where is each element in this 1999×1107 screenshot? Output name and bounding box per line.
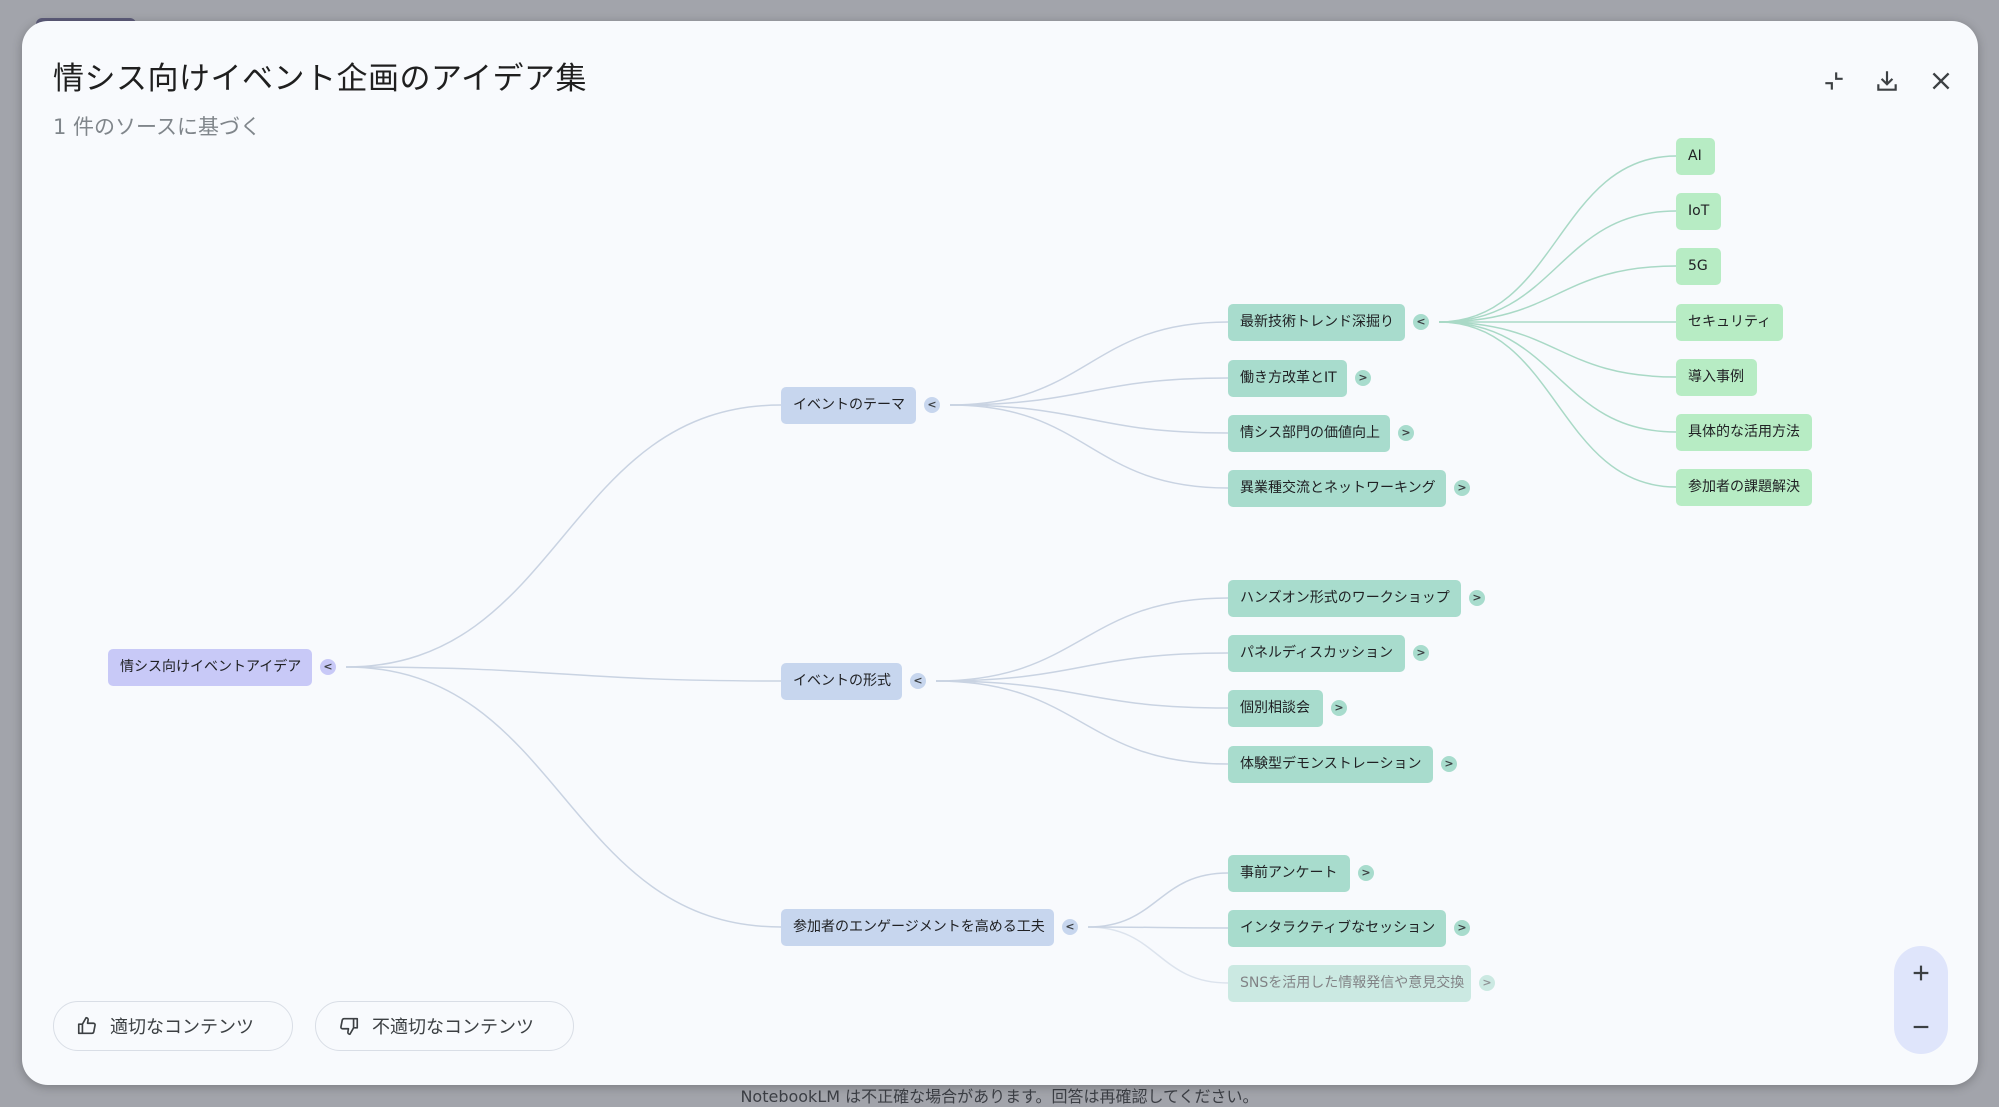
mindmap-canvas[interactable]: 情シス向けイベントアイデア < イベントのテーマ < イベントの形式 < 参加者のエンゲージ… bbox=[22, 21, 1978, 1085]
edge-branch-subtopic bbox=[949, 321, 1229, 406]
mindmap-dialog: 情シス向けイベント企画のアイデア集 1 件のソースに基づく 情シス向けイベントア… bbox=[22, 21, 1978, 1085]
subtopic-expand-toggle[interactable]: > bbox=[1331, 700, 1347, 716]
edge-subtopic-leaf bbox=[1438, 155, 1677, 323]
edge-root-branch bbox=[345, 404, 782, 668]
mindmap-subtopic-node[interactable]: パネルディスカッション bbox=[1228, 635, 1405, 672]
mindmap-subtopic-node[interactable]: 働き方改革とIT bbox=[1228, 360, 1347, 397]
edge-branch-subtopic bbox=[949, 404, 1229, 434]
zoom-in-button[interactable] bbox=[1894, 946, 1948, 1000]
edge-subtopic-leaf bbox=[1438, 210, 1677, 323]
edge-branch-subtopic bbox=[1087, 926, 1229, 929]
good-content-label: 適切なコンテンツ bbox=[110, 1017, 254, 1038]
edge-branch-subtopic bbox=[1087, 926, 1229, 984]
minus-icon bbox=[1913, 1025, 1929, 1029]
subtopic-expand-toggle[interactable]: > bbox=[1454, 920, 1470, 936]
edge-branch-subtopic bbox=[949, 404, 1229, 489]
mindmap-root-node[interactable]: 情シス向けイベントアイデア bbox=[108, 649, 312, 686]
mindmap-branch-node[interactable]: イベントのテーマ bbox=[781, 387, 916, 424]
subtopic-expand-toggle[interactable]: > bbox=[1469, 590, 1485, 606]
edge-branch-subtopic bbox=[949, 377, 1229, 406]
mindmap-branch-node[interactable]: 参加者のエンゲージメントを高める工夫 bbox=[781, 909, 1054, 946]
mindmap-subtopic-node[interactable]: 情シス部門の価値向上 bbox=[1228, 415, 1390, 452]
mindmap-subtopic-node[interactable]: 事前アンケート bbox=[1228, 855, 1350, 892]
bad-content-button[interactable]: 不適切なコンテンツ bbox=[315, 1001, 574, 1051]
mindmap-leaf-node[interactable]: 導入事例 bbox=[1676, 359, 1757, 396]
mindmap-subtopic-node[interactable]: 体験型デモンストレーション bbox=[1228, 746, 1433, 783]
mindmap-subtopic-node[interactable]: 個別相談会 bbox=[1228, 690, 1323, 727]
root-collapse-toggle[interactable]: < bbox=[320, 659, 336, 675]
branch-collapse-toggle[interactable]: < bbox=[1062, 919, 1078, 935]
mindmap-leaf-node[interactable]: 具体的な活用方法 bbox=[1676, 414, 1812, 451]
mindmap-subtopic-node[interactable]: インタラクティブなセッション bbox=[1228, 910, 1446, 947]
mindmap-leaf-node[interactable]: セキュリティ bbox=[1676, 304, 1783, 341]
edge-branch-subtopic bbox=[935, 680, 1229, 709]
mindmap-leaf-node[interactable]: IoT bbox=[1676, 193, 1721, 230]
dialog-subtitle: 1 件のソースに基づく bbox=[53, 115, 261, 139]
download-icon bbox=[1877, 71, 1897, 91]
edge-subtopic-leaf bbox=[1438, 321, 1677, 488]
subtopic-expand-toggle[interactable]: > bbox=[1398, 425, 1414, 441]
mindmap-subtopic-node[interactable]: 最新技術トレンド深掘り bbox=[1228, 304, 1405, 341]
mindmap-subtopic-node[interactable]: SNSを活用した情報発信や意見交換 bbox=[1228, 965, 1471, 1002]
collapse-icon bbox=[1825, 72, 1843, 90]
mindmap-leaf-node[interactable]: 参加者の課題解決 bbox=[1676, 469, 1812, 506]
mindmap-subtopic-node[interactable]: ハンズオン形式のワークショップ bbox=[1228, 580, 1461, 617]
collapse-button[interactable] bbox=[1814, 61, 1854, 101]
edge-branch-subtopic bbox=[935, 680, 1229, 765]
bad-content-label: 不適切なコンテンツ bbox=[372, 1017, 534, 1038]
edge-branch-subtopic bbox=[935, 597, 1229, 682]
edge-subtopic-leaf bbox=[1438, 265, 1677, 323]
footer-disclaimer: NotebookLM は不正確な場合があります。回答は再確認してください。 bbox=[740, 1087, 1259, 1106]
edge-subtopic-leaf bbox=[1438, 321, 1677, 433]
subtopic-expand-toggle[interactable]: > bbox=[1479, 975, 1495, 991]
subtopic-expand-toggle[interactable]: > bbox=[1355, 370, 1371, 386]
download-button[interactable] bbox=[1867, 61, 1907, 101]
zoom-out-button[interactable] bbox=[1894, 1000, 1948, 1054]
subtopic-expand-toggle[interactable]: > bbox=[1358, 865, 1374, 881]
dialog-title: 情シス向けイベント企画のアイデア集 bbox=[53, 61, 587, 97]
good-content-button[interactable]: 適切なコンテンツ bbox=[53, 1001, 293, 1051]
branch-collapse-toggle[interactable]: < bbox=[924, 397, 940, 413]
zoom-controls bbox=[1894, 946, 1948, 1054]
close-icon bbox=[1932, 72, 1950, 90]
close-button[interactable] bbox=[1921, 61, 1961, 101]
edge-branch-subtopic bbox=[935, 652, 1229, 682]
plus-icon bbox=[1913, 965, 1929, 981]
mindmap-edges bbox=[345, 155, 1677, 984]
thumbs-up-icon bbox=[77, 1016, 96, 1035]
edge-root-branch bbox=[345, 666, 782, 682]
edge-branch-subtopic bbox=[1087, 872, 1229, 928]
subtopic-expand-toggle[interactable]: > bbox=[1454, 480, 1470, 496]
edge-subtopic-leaf bbox=[1438, 321, 1677, 378]
subtopic-expand-toggle[interactable]: > bbox=[1413, 645, 1429, 661]
mindmap-branch-node[interactable]: イベントの形式 bbox=[781, 663, 902, 700]
edge-root-branch bbox=[345, 666, 782, 928]
mindmap-leaf-node[interactable]: 5G bbox=[1676, 248, 1721, 285]
mindmap-leaf-node[interactable]: AI bbox=[1676, 138, 1715, 175]
mindmap-subtopic-node[interactable]: 異業種交流とネットワーキング bbox=[1228, 470, 1446, 507]
subtopic-collapse-toggle[interactable]: < bbox=[1413, 314, 1429, 330]
subtopic-expand-toggle[interactable]: > bbox=[1441, 756, 1457, 772]
branch-collapse-toggle[interactable]: < bbox=[910, 673, 926, 689]
thumbs-down-icon bbox=[340, 1017, 359, 1036]
